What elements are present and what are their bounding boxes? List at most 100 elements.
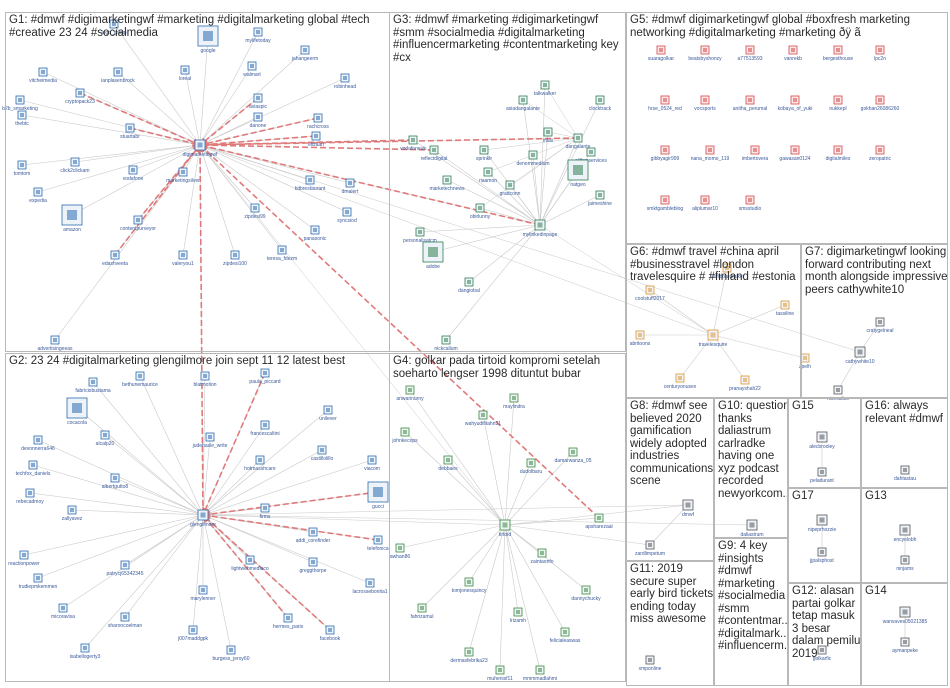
- node-sprinklr[interactable]: sprinklr: [476, 145, 492, 162]
- node-tassiline[interactable]: tassiline: [776, 300, 794, 317]
- node-adobe[interactable]: adobe: [422, 241, 444, 270]
- node-felicialeaswas[interactable]: felicialeaswas: [550, 627, 581, 644]
- node-panasonic[interactable]: panasonic: [304, 225, 327, 242]
- node-google[interactable]: google: [197, 25, 219, 54]
- node-debbaes[interactable]: debbaes: [438, 455, 458, 472]
- node-ninjams[interactable]: ninjams: [896, 555, 914, 572]
- node-teresa_fdezm[interactable]: teresa_fdezm: [267, 245, 297, 262]
- node-expedia[interactable]: expedia: [29, 187, 47, 204]
- node-xmponline[interactable]: xmponline: [639, 655, 662, 672]
- node-hermes_paris[interactable]: hermes_paris: [273, 613, 304, 630]
- node-aliplumar10[interactable]: aliplumar10: [692, 195, 718, 212]
- node-paula_piccard[interactable]: paula_piccard: [249, 368, 281, 385]
- node-loreal[interactable]: loreal: [179, 65, 191, 82]
- node-aymanpeke[interactable]: aymanpeke: [892, 637, 918, 654]
- node-firms[interactable]: firms: [260, 503, 271, 520]
- node-dangalante[interactable]: dangalante: [566, 133, 591, 150]
- node-zallyavez[interactable]: zallyavez: [62, 505, 83, 522]
- node-personalisatcm[interactable]: personalisatcm: [403, 227, 437, 244]
- node-facebook[interactable]: facebook: [320, 625, 341, 642]
- node-peladurant[interactable]: peladurant: [810, 467, 834, 484]
- node-wanvaves05021385[interactable]: wanvaves05021385: [883, 606, 928, 625]
- node-cathywhite10[interactable]: cathywhite10: [845, 346, 875, 365]
- node-aviaspic[interactable]: aviaspic: [249, 93, 268, 110]
- node-cryptopack23[interactable]: cryptopack23: [65, 88, 95, 105]
- node-digitalmiles[interactable]: digitalmiles: [826, 145, 851, 162]
- node-ianplasenbrock[interactable]: ianplasenbrock: [101, 67, 135, 84]
- node-zeropatric[interactable]: zeropatric: [869, 145, 891, 162]
- node-bergesthouse[interactable]: bergesthouse: [823, 45, 854, 62]
- node-glengilmore[interactable]: glengilmore: [190, 509, 216, 528]
- node-fabriciobustama[interactable]: fabriciobustama: [75, 377, 111, 394]
- node-zaintaonfo[interactable]: zaintaonfo: [530, 548, 554, 565]
- node-gokhan26086260[interactable]: gokhan26086260: [861, 95, 900, 112]
- node-telefonica[interactable]: telefonica: [367, 535, 389, 552]
- node-clocktrack[interactable]: clocktrack: [589, 95, 612, 112]
- node-vocsports[interactable]: vocsports: [694, 95, 716, 112]
- node-bethunemaurice[interactable]: bethunemaurice: [122, 371, 158, 388]
- node-valeryou1[interactable]: valeryou1: [172, 250, 194, 267]
- node-patrycj65342345[interactable]: patrycj65342345: [107, 560, 144, 577]
- node-hotmasshcare[interactable]: hotmasshcare: [244, 455, 276, 472]
- node-digimarketingwf[interactable]: digimarketingwf: [183, 139, 218, 158]
- node-kobaya_of_yuki[interactable]: kobaya_of_yuki: [778, 95, 813, 112]
- node-daliastrum[interactable]: daliastrum: [740, 519, 764, 538]
- node-rebecadmoy[interactable]: rebecadmoy: [16, 488, 44, 505]
- node-asiadangalante[interactable]: asiadangalante: [506, 95, 540, 112]
- node-zipdesi100[interactable]: zipdesi100: [223, 250, 247, 267]
- node-damarwanza_05[interactable]: damarwanza_05: [555, 447, 592, 464]
- node-marketechnews[interactable]: marketechnews: [429, 175, 465, 192]
- node-wahyudifitahri31[interactable]: wahyudifitahri31: [465, 410, 501, 427]
- node-mmmmadlahmi[interactable]: mmmmadlahmi: [523, 665, 557, 682]
- node-nicecaliso[interactable]: nicecaliso: [827, 385, 849, 402]
- node-contentpurveyor[interactable]: contentpurveyor: [120, 215, 156, 232]
- node-robinhead[interactable]: robinhead: [334, 73, 356, 90]
- node-slitbroservices[interactable]: slitbroservices: [575, 147, 607, 164]
- node-dudolbaru[interactable]: dudolbaru: [520, 458, 542, 475]
- node-tirtoid[interactable]: tirtoid: [499, 519, 511, 538]
- node-elizaan[interactable]: elizaan: [308, 131, 324, 148]
- node-dannychucky[interactable]: dannychucky: [571, 585, 601, 602]
- node-stuartabr[interactable]: stuartabr: [120, 123, 140, 140]
- node-vanrekb[interactable]: vanrekb: [784, 45, 802, 62]
- node-sharoncoelman[interactable]: sharoncoelman: [108, 612, 142, 629]
- node-jahangeerm[interactable]: jahangeerm: [291, 45, 318, 62]
- node-centuryonusex[interactable]: centuryonusex: [664, 373, 697, 390]
- node-suaragolkar[interactable]: suaragolkar: [648, 45, 674, 62]
- node-castillolillo[interactable]: castillolillo: [311, 445, 334, 462]
- node-judehasle_write[interactable]: judehasle_write: [192, 432, 228, 449]
- node-tomtom[interactable]: tomtom: [14, 160, 31, 177]
- node-anitha_perumal[interactable]: anitha_perumal: [733, 95, 767, 112]
- node-addi_corefinder[interactable]: addi_corefinder: [296, 527, 331, 544]
- node-gradconn[interactable]: gradconn: [500, 180, 521, 197]
- node-bitbrestaurant[interactable]: bitbrestaurant: [295, 175, 326, 192]
- node-zipdesi99[interactable]: zipdesi99: [244, 203, 266, 220]
- node-nipeprhozzie[interactable]: nipeprhozzie: [808, 514, 837, 533]
- node-anwarinurny[interactable]: anwarinurny: [396, 385, 424, 402]
- node-dmalert[interactable]: dmalert: [342, 178, 359, 195]
- node-coolstuff2017[interactable]: coolstuff2017: [635, 285, 665, 302]
- node-lego_group[interactable]: lego_group: [101, 19, 127, 36]
- node-vodafone[interactable]: vodafone: [123, 165, 144, 182]
- node-awhan86[interactable]: awhan86: [390, 543, 411, 560]
- node-alecbrooley[interactable]: alecbrooley: [809, 431, 835, 450]
- node-syncsiod[interactable]: syncsiod: [337, 207, 357, 224]
- node-greggthorpe[interactable]: greggthorpe: [300, 557, 327, 574]
- node-natgeo[interactable]: natgeo: [567, 159, 589, 188]
- node-zpelh[interactable]: zpelh: [799, 353, 811, 370]
- node-jjpalsphost[interactable]: jjpalsphost: [809, 547, 834, 564]
- node-reactionpower[interactable]: reactionpower: [8, 550, 40, 567]
- node-b2b_smarketing[interactable]: b2b_smarketing: [2, 95, 38, 112]
- node-beatsbyshonzy[interactable]: beatsbyshonzy: [688, 45, 722, 62]
- node-cratygelneal[interactable]: cratygelneal: [867, 317, 894, 334]
- node-cocacola[interactable]: cocacola: [66, 397, 88, 426]
- node-dangiobal[interactable]: dangiobal: [458, 277, 480, 294]
- node-lrizamh[interactable]: lrizamh: [510, 607, 526, 624]
- node-fahrizamul[interactable]: fahrizamul: [410, 603, 434, 620]
- node-apsharezaal[interactable]: apsharezaal: [585, 513, 613, 530]
- node-dmwf[interactable]: dmwf: [682, 499, 695, 518]
- node-isabellogerty3[interactable]: isabellogerty3: [70, 643, 101, 660]
- node-talkwalker[interactable]: talkwalker: [534, 80, 557, 97]
- node-nana_momo_119[interactable]: nana_momo_119: [691, 145, 730, 162]
- node-francescaltini[interactable]: francescaltini: [250, 420, 280, 437]
